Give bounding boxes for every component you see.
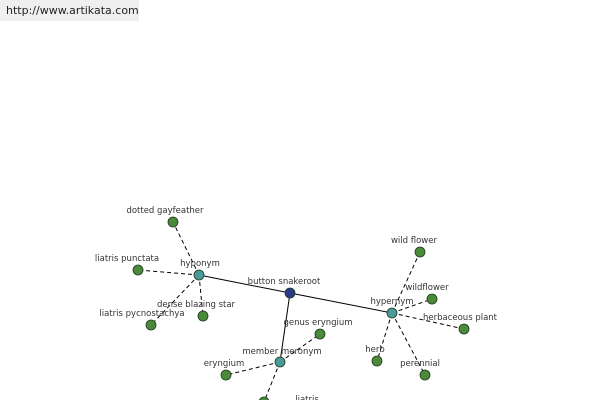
edge-hyponym-dotted_gayfeather — [172, 221, 200, 276]
nodes-layer — [132, 216, 470, 400]
node-eryngium[interactable] — [220, 369, 232, 381]
edge-member_meronym-genus_eryngium — [279, 333, 321, 363]
node-wild-flower[interactable] — [414, 246, 426, 258]
node-perennial[interactable] — [419, 369, 431, 381]
edge-hypernym-herb — [376, 312, 393, 362]
edge-center-member_meronym — [279, 292, 291, 363]
node-label-wildflower[interactable]: wildflower — [405, 283, 449, 293]
labels-layer: button snakeroot hyponym hypernym member me… — [95, 206, 498, 400]
node-hypernym[interactable] — [386, 307, 398, 319]
edges-layer — [137, 221, 465, 400]
node-hyponym[interactable] — [193, 269, 205, 281]
node-liatris[interactable] — [258, 396, 270, 400]
edge-hyponym-liatris_pycnostachya — [150, 274, 200, 326]
edge-member_meronym-liatris — [264, 361, 281, 400]
node-wildflower[interactable] — [426, 293, 438, 305]
node-label-dotted-gayfeather[interactable]: dotted gayfeather — [126, 206, 204, 216]
node-label-perennial[interactable]: perennial — [400, 359, 440, 369]
node-label-dense-blazing-star[interactable]: dense blazing star — [157, 300, 236, 310]
node-herbaceous-plant[interactable] — [458, 323, 470, 335]
edge-center-hyponym — [198, 274, 291, 294]
site-url-link[interactable]: http://www.artikata.com — [6, 4, 139, 17]
node-label-center[interactable]: button snakeroot — [248, 277, 321, 287]
node-genus-eryngium[interactable] — [314, 328, 326, 340]
node-label-liatris-pycnostachya[interactable]: liatris pycnostachya — [99, 309, 184, 319]
node-liatris-punctata[interactable] — [132, 264, 144, 276]
edge-hyponym-liatris_punctata — [137, 269, 200, 276]
edge-member_meronym-eryngium — [225, 361, 281, 376]
node-label-liatris-punctata[interactable]: liatris punctata — [95, 254, 159, 264]
node-label-member-meronym[interactable]: member meronym — [242, 347, 321, 357]
edge-hypernym-herbaceous_plant — [391, 312, 465, 330]
node-label-eryngium[interactable]: eryngium — [204, 359, 245, 369]
node-label-genus-eryngium[interactable]: genus eryngium — [283, 318, 352, 328]
node-label-hypernym[interactable]: hypernym — [370, 297, 413, 307]
node-label-liatris[interactable]: liatris — [295, 395, 319, 400]
node-dotted-gayfeather[interactable] — [167, 216, 179, 228]
node-label-wild-flower[interactable]: wild flower — [391, 236, 438, 246]
node-label-hyponym[interactable]: hyponym — [180, 259, 220, 269]
node-liatris-pycnostachya[interactable] — [145, 319, 157, 331]
node-label-herbaceous-plant[interactable]: herbaceous plant — [423, 313, 498, 323]
node-dense-blazing-star[interactable] — [197, 310, 209, 322]
edge-hypernym-wildflower — [391, 298, 433, 314]
node-member-meronym[interactable] — [274, 356, 286, 368]
node-label-herb[interactable]: herb — [365, 345, 385, 355]
node-herb[interactable] — [371, 355, 383, 367]
node-center[interactable] — [284, 287, 296, 299]
url-bar: http://www.artikata.com — [0, 0, 139, 21]
edge-hypernym-perennial — [391, 312, 426, 376]
edge-center-hypernym — [289, 292, 393, 314]
